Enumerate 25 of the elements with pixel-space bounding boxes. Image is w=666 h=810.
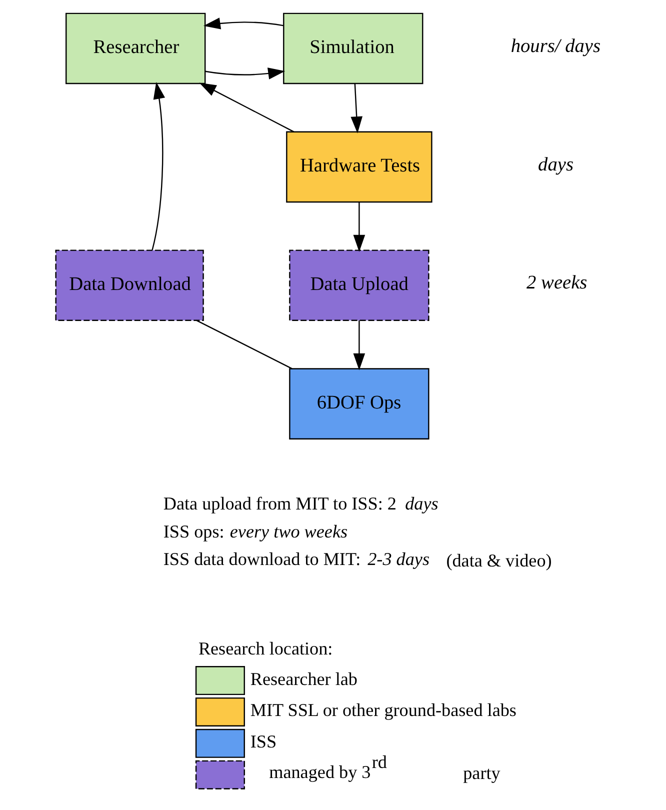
label: Data upload from MIT to ISS: 2 days bbox=[162, 494, 438, 514]
node-box: Data Upload bbox=[288, 250, 429, 321]
node-box: Simulation bbox=[282, 12, 423, 84]
node-box: Hardware Tests bbox=[286, 131, 432, 203]
label: Research location: bbox=[198, 638, 332, 659]
arrow bbox=[352, 202, 365, 252]
node-box: Data Download bbox=[54, 250, 204, 321]
arrow bbox=[350, 84, 362, 134]
legend-label: Researcher lab bbox=[250, 668, 358, 689]
legend-label: MIT SSL or other ground-based labs bbox=[250, 700, 516, 720]
legend-label: ISS bbox=[250, 732, 276, 752]
label: 2 weeks bbox=[526, 272, 587, 294]
arrow bbox=[151, 82, 165, 250]
node-box: 6DOF Ops bbox=[288, 368, 429, 440]
label: days bbox=[538, 154, 573, 176]
label: (data & video) bbox=[446, 550, 552, 570]
arrow bbox=[202, 18, 283, 30]
arrow bbox=[198, 82, 294, 132]
label: hours/ days bbox=[510, 36, 600, 57]
arrow bbox=[352, 320, 365, 370]
connector bbox=[196, 320, 292, 370]
node-box: Researcher bbox=[65, 12, 206, 84]
label: ISS data download to MIT: 2-3 days bbox=[162, 549, 430, 570]
arrow bbox=[204, 68, 285, 80]
label: ISS ops: every two weeks bbox=[162, 521, 348, 542]
